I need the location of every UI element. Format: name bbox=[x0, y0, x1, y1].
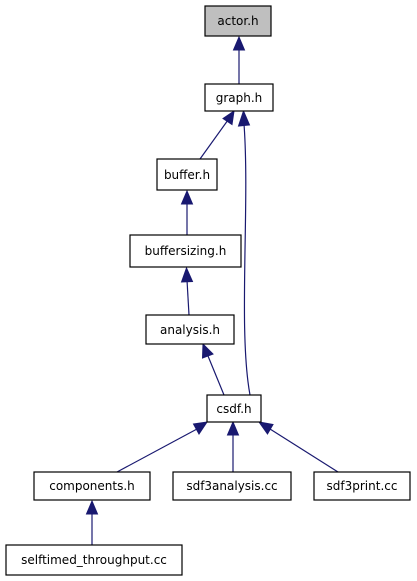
edges-layer bbox=[85, 35, 339, 545]
node-label-sdf3print-cc: sdf3print.cc bbox=[327, 479, 398, 493]
node-label-buffer-h: buffer.h bbox=[164, 168, 210, 182]
edge-buffersizing-to-buffer bbox=[180, 189, 194, 235]
node-label-analysis-h: analysis.h bbox=[160, 323, 220, 337]
node-label-graph-h: graph.h bbox=[216, 91, 263, 105]
edge-components-to-csdf bbox=[116, 421, 209, 473]
edge-buffer-to-graph bbox=[199, 109, 235, 160]
node-actor-h[interactable]: actor.h bbox=[204, 5, 272, 37]
node-label-selftimed-throughput-cc: selftimed_throughput.cc bbox=[21, 553, 167, 567]
edge-selftimed-to-components bbox=[85, 499, 99, 545]
node-label-sdf3analysis-cc: sdf3analysis.cc bbox=[186, 479, 277, 493]
node-components-h[interactable]: components.h bbox=[33, 471, 151, 501]
edge-analysis-to-buffersizing bbox=[180, 266, 194, 316]
node-buffer-h[interactable]: buffer.h bbox=[156, 158, 218, 191]
edge-sdf3analysis-to-csdf bbox=[226, 420, 240, 472]
node-sdf3print-cc[interactable]: sdf3print.cc bbox=[313, 471, 411, 501]
node-selftimed-throughput-cc[interactable]: selftimed_throughput.cc bbox=[5, 544, 183, 576]
nodes-layer: actor.h graph.h buffer.h buffersizing.h … bbox=[5, 5, 411, 576]
node-label-buffersizing-h: buffersizing.h bbox=[145, 244, 227, 258]
node-label-actor-h: actor.h bbox=[217, 14, 258, 28]
edge-csdf-to-graph bbox=[237, 109, 251, 396]
node-label-csdf-h: csdf.h bbox=[216, 402, 251, 416]
node-sdf3analysis-cc[interactable]: sdf3analysis.cc bbox=[172, 471, 292, 501]
edge-graph-to-actor bbox=[232, 35, 246, 84]
node-buffersizing-h[interactable]: buffersizing.h bbox=[129, 234, 242, 268]
edge-csdf-to-analysis bbox=[201, 342, 225, 396]
node-graph-h[interactable]: graph.h bbox=[204, 83, 274, 112]
node-analysis-h[interactable]: analysis.h bbox=[145, 314, 235, 345]
edge-sdf3print-to-csdf bbox=[257, 421, 339, 473]
node-label-components-h: components.h bbox=[49, 479, 135, 493]
node-csdf-h[interactable]: csdf.h bbox=[206, 394, 262, 423]
